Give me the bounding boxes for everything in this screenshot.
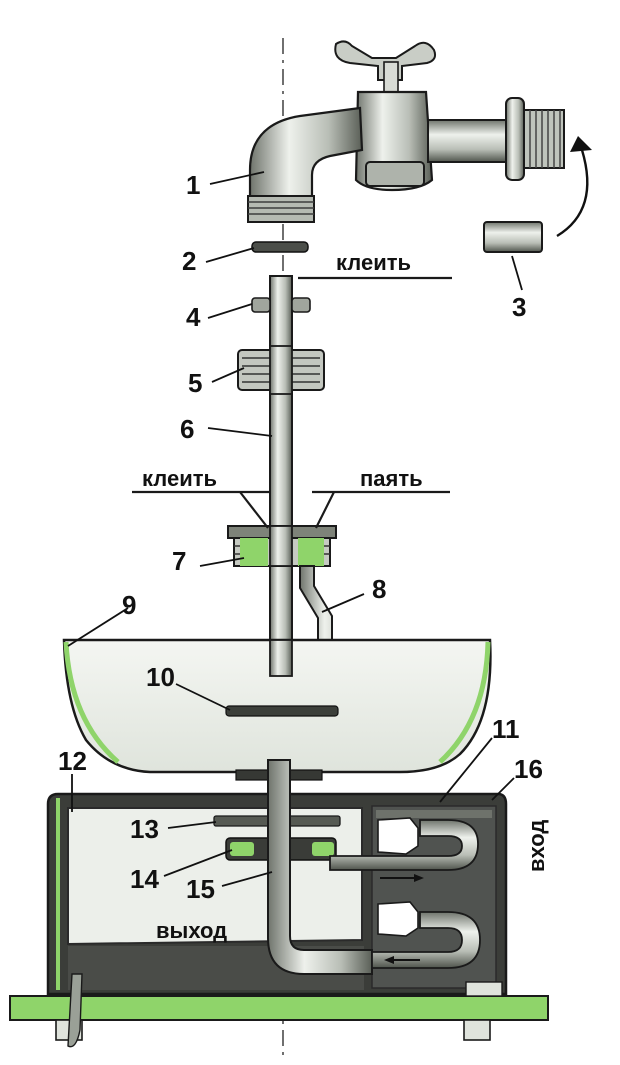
threaded-nut [237, 345, 325, 395]
part-label-1: 1 [186, 170, 200, 200]
part-label-8: 8 [372, 574, 386, 604]
gasket-bottom [225, 705, 339, 717]
part-label-11: 11 [492, 714, 520, 744]
glue-top-label: клеить [336, 250, 411, 275]
part-label-4: 4 [186, 302, 201, 332]
outlet-label: выход [156, 918, 227, 943]
part-label-5: 5 [188, 368, 202, 398]
vertical-tube [269, 275, 293, 677]
solder-label: паять [360, 466, 423, 491]
part-label-6: 6 [180, 414, 194, 444]
leader-lines [67, 171, 523, 887]
solder-pointer [315, 491, 335, 529]
part-label-12: 12 [58, 746, 87, 776]
part-label-16: 16 [514, 754, 543, 784]
part-label-9: 9 [122, 590, 136, 620]
part-label-15: 15 [186, 874, 215, 904]
inlet-label: вход [524, 820, 549, 872]
part-label-10: 10 [146, 662, 175, 692]
fitting [227, 525, 337, 567]
washer [251, 297, 311, 313]
part-label-3: 3 [512, 292, 526, 322]
plug [483, 221, 543, 253]
glue-mid-label: клеить [142, 466, 217, 491]
part-label-2: 2 [182, 246, 196, 276]
faucet [247, 40, 565, 223]
part-label-14: 14 [130, 864, 159, 894]
gasket-top [251, 241, 309, 253]
insert-arrow [556, 149, 589, 238]
heating-element [329, 817, 481, 969]
insert-arrowhead [570, 136, 592, 152]
glue-mid-pointer [239, 491, 269, 529]
part-label-7: 7 [172, 546, 186, 576]
part-label-13: 13 [130, 814, 159, 844]
base-plate [9, 973, 549, 1048]
